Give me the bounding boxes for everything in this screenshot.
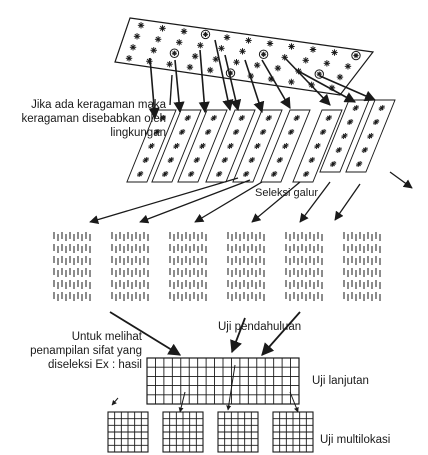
selected-strip: [292, 109, 343, 183]
field-plant: [239, 48, 246, 55]
field-plant: [159, 25, 166, 32]
field-plant: [302, 57, 309, 64]
field-plant: [186, 63, 194, 71]
selected-strip: [151, 109, 202, 183]
selection-arrow: [244, 59, 265, 114]
selection-arrow: [148, 57, 160, 120]
selected-strip: [205, 109, 256, 183]
line-blocks: [53, 232, 381, 301]
selected-strip: [126, 109, 177, 183]
selection-arrow: [261, 59, 291, 109]
selection-arrow: [299, 71, 356, 103]
line-selection-arrow: [299, 181, 331, 223]
advanced-trial-grid: [146, 357, 300, 405]
selected-plant: [169, 48, 180, 58]
multilocation-plot: [107, 411, 149, 453]
selection-arrows: [148, 39, 377, 120]
field-plant: [180, 28, 188, 35]
field-plant: [309, 46, 317, 53]
field-plant: [154, 36, 162, 43]
line-selection-arrow: [251, 181, 301, 223]
field-plant: [266, 40, 274, 47]
line-selection-arrow: [194, 181, 263, 223]
multilocation-plot: [217, 411, 259, 453]
selection-arrow: [214, 39, 234, 112]
line-block: [285, 232, 323, 301]
variation-note-label: Jika ada keragaman maka keragaman diseba…: [21, 99, 167, 139]
source-field-plants: [125, 22, 361, 92]
line-selection-arrow: [89, 177, 239, 225]
selection-arrow: [173, 59, 185, 114]
line-block: [227, 232, 265, 301]
field-plant: [253, 61, 261, 69]
selection-arrow: [319, 75, 377, 102]
field-plant: [336, 73, 344, 81]
field-plant: [323, 60, 331, 67]
selected-strip: [177, 109, 228, 183]
note-pointer: [169, 74, 173, 106]
preliminary-trial-arrow: [230, 317, 246, 354]
field-plant: [207, 66, 214, 74]
field-plant: [191, 53, 199, 60]
field-plant: [223, 34, 231, 41]
selected-plant: [351, 50, 361, 61]
selection-arrow: [198, 49, 210, 114]
field-plant: [133, 33, 141, 40]
advanced-trial-label: Uji lanjutan: [312, 375, 369, 387]
field-plant: [212, 56, 220, 63]
field-plant: [150, 47, 157, 54]
field-plant: [176, 39, 183, 46]
field-plant: [197, 42, 204, 49]
source-field: [114, 17, 375, 96]
multilocation-arrow: [178, 391, 186, 413]
preliminary-trial-arrow: [109, 311, 182, 356]
preliminary-trial-arrows: [109, 311, 301, 413]
field-plant: [245, 37, 252, 44]
preliminary-trial-arrow: [261, 311, 301, 356]
field-plant: [125, 55, 133, 62]
line-block: [343, 232, 381, 301]
field-plant: [288, 43, 295, 50]
selected-plant: [258, 49, 269, 60]
field-plant: [331, 49, 338, 56]
selected-strip: [232, 109, 283, 183]
line-selection-arrow: [389, 171, 413, 189]
selection-arrow: [284, 57, 331, 106]
field-plant: [166, 60, 173, 68]
field-plant: [137, 22, 145, 29]
line-block: [111, 232, 149, 301]
multilocation-plot: [162, 411, 204, 453]
multilocation-plot: [272, 411, 314, 453]
line-selection-arrow: [334, 183, 361, 221]
selected-strip: [345, 99, 396, 173]
purpose-note-label: Untuk melihat penampilan sifat yang dise…: [30, 331, 142, 371]
line-selection-arrows: [89, 171, 413, 225]
multilocation-trial-label: Uji multilokasi: [320, 434, 391, 446]
selected-plant: [314, 69, 324, 79]
selected-strip: [319, 99, 370, 173]
selected-plant-strips: [126, 99, 396, 183]
line-block: [53, 232, 91, 301]
field-plant: [344, 63, 352, 70]
field-plant: [274, 64, 282, 72]
line-block: [169, 232, 207, 301]
selection-arrow: [224, 54, 242, 112]
line-selection-arrow: [139, 179, 251, 224]
field-plant: [129, 44, 137, 51]
multilocation-grids: [107, 411, 314, 453]
selected-plant: [200, 29, 211, 40]
field-plant: [288, 78, 295, 86]
field-plant: [233, 58, 240, 66]
multilocation-arrow: [111, 397, 119, 406]
multilocation-arrow: [289, 391, 299, 413]
selected-strip: [260, 109, 311, 183]
field-plant: [218, 45, 225, 52]
preliminary-trial-label: Uji pendahuluan: [218, 321, 302, 333]
line-selection-label: Seleksi galur: [255, 187, 318, 199]
